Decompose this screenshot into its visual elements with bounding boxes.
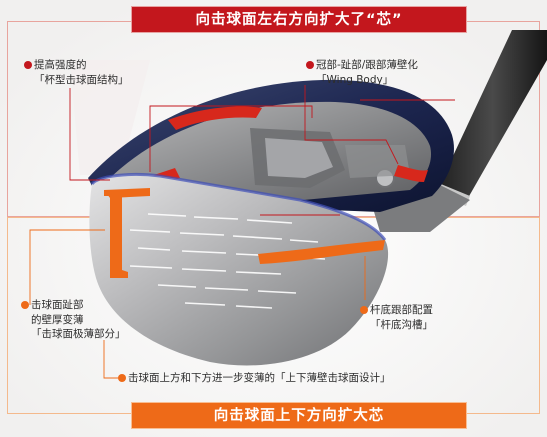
leader-lines [69, 85, 455, 216]
face-toe-thin-zone [104, 190, 128, 278]
callout-cup-face: 提高强度的 「杯型击球面结构」 [24, 58, 129, 87]
callout-dot-orange-icon [360, 305, 368, 314]
callout-face-toe-line2: 的壁厚变薄 [31, 313, 84, 326]
hosel [372, 185, 470, 232]
shaft [438, 30, 547, 198]
internal-rib-highlight [265, 138, 333, 178]
callout-face-toe-line3: 「击球面极薄部分」 [31, 328, 126, 340]
callout-face-toe: 击球面趾部 的壁厚变薄 「击球面极薄部分」 [21, 298, 126, 342]
callout-sole-groove: 杆底跟部配置 「杆底沟槽」 [360, 303, 433, 332]
leader-lines-orange [29, 229, 366, 379]
callout-wing-body-line1: 冠部-趾部/跟部薄壁化 [316, 59, 418, 71]
top-banner: 向击球面左右方向扩大了“芯” [131, 6, 467, 33]
callout-sole-groove-line1: 杆底跟部配置 [370, 304, 433, 316]
internal-structure [345, 145, 410, 178]
callout-top-bottom-text: 击球面上方和下方进一步变薄的「上下薄壁击球面设计」 [128, 372, 391, 384]
callout-dot-orange-icon [118, 373, 126, 382]
callout-cup-face-line1: 提高强度的 [34, 59, 87, 71]
callout-dot-orange-icon [21, 300, 29, 309]
bottom-banner: 向击球面上下方向扩大芯 [131, 402, 467, 429]
sole-groove-zone [258, 240, 385, 264]
club-face [89, 174, 389, 366]
callout-dot-red-icon [306, 60, 314, 69]
callout-face-toe-line1: 击球面趾部 [31, 299, 84, 311]
background-decoration [70, 60, 150, 175]
callout-wing-body: 冠部-趾部/跟部薄壁化 「Wing Body」 [306, 58, 418, 87]
face-top-thin-zone [104, 188, 150, 198]
face-edge-highlight [90, 172, 387, 241]
heel-thin-wall-zone [394, 165, 428, 182]
callout-sole-groove-line2: 「杆底沟槽」 [370, 318, 433, 331]
crown-thin-wall-zone [168, 106, 262, 130]
callout-wing-body-line2: 「Wing Body」 [316, 73, 394, 86]
callout-top-bottom-thin-face: 击球面上方和下方进一步变薄的「上下薄壁击球面设计」 [118, 371, 391, 386]
callout-cup-face-line2: 「杯型击球面结构」 [34, 73, 129, 86]
callout-dot-red-icon [24, 60, 32, 69]
